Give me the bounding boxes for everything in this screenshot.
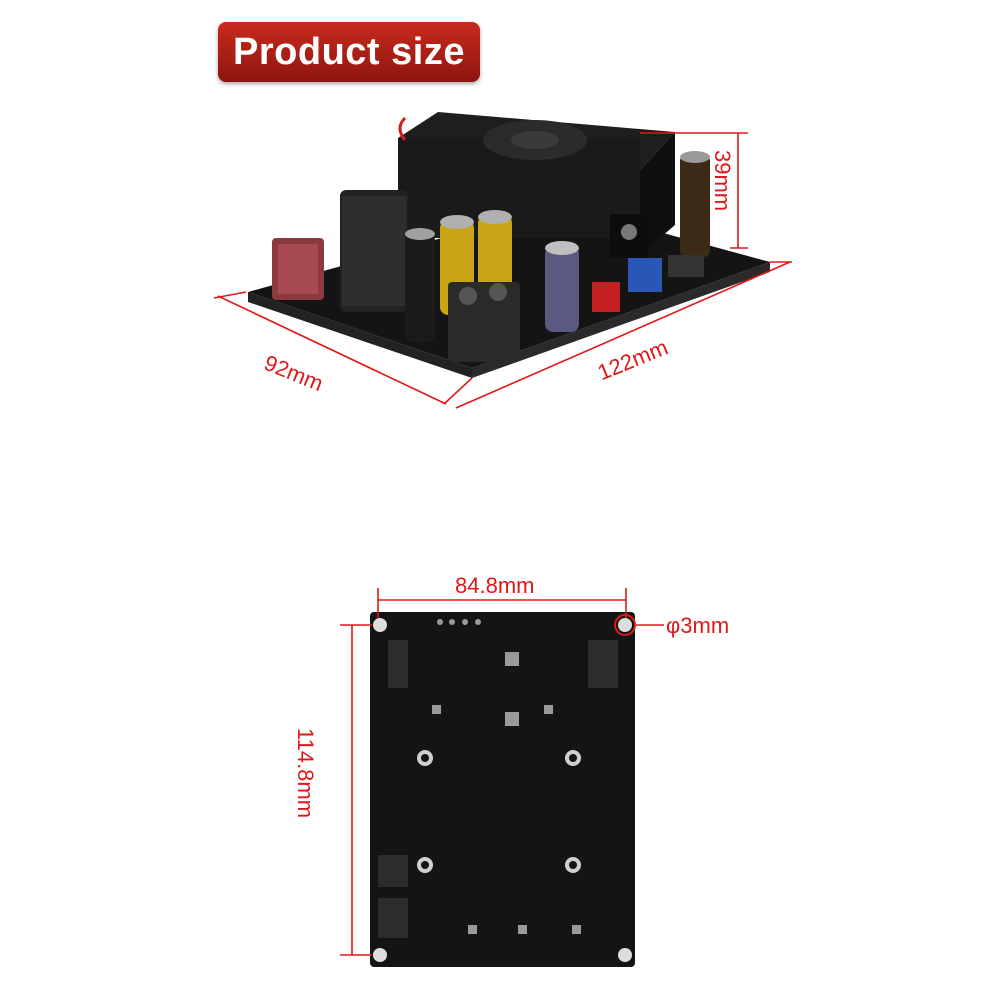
capacitor-purple (545, 246, 579, 332)
capacitor-left (405, 232, 435, 342)
product-size-title-badge: Product size (218, 22, 480, 82)
mount-hole-top-left (373, 618, 387, 632)
hole-diameter-label: φ3mm (666, 613, 730, 638)
capacitor-brown (680, 155, 710, 257)
hole-spacing-label: 84.8mm (455, 573, 535, 598)
terminal-block (448, 282, 520, 362)
product-size-title: Product size (233, 30, 465, 73)
mount-hole-top-right (618, 618, 632, 632)
red-capacitor (592, 282, 620, 312)
board-height-label: 114.8mm (293, 728, 318, 819)
mount-hole-bottom-right (618, 948, 632, 962)
height-dimension-label: 39mm (710, 150, 735, 212)
mount-hole-bottom-left (373, 948, 387, 962)
bottom-board-pcb (370, 612, 635, 967)
potentiometer (628, 258, 662, 292)
